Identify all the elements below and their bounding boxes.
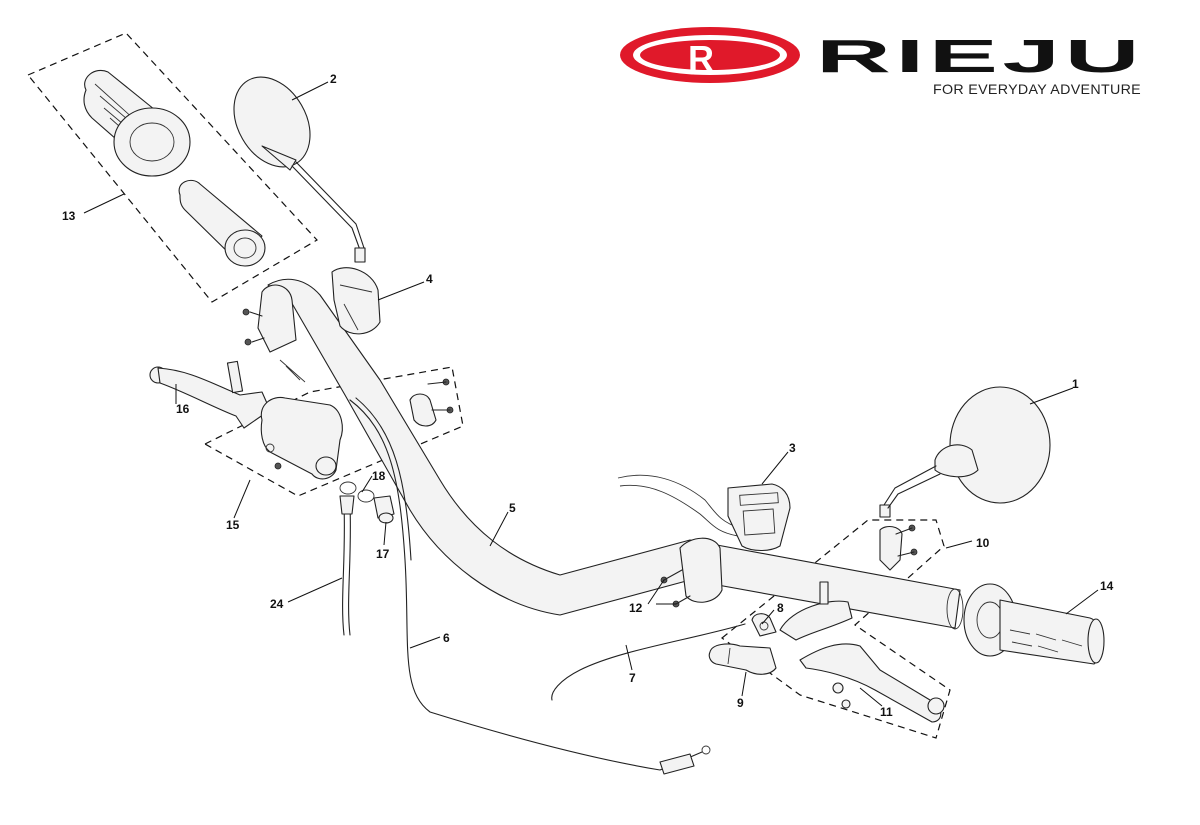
left-mirror	[233, 76, 366, 263]
right-mirror-stem	[883, 465, 941, 509]
callout-1: 1	[1072, 377, 1079, 391]
throttle-tube-end	[224, 229, 266, 267]
callout-5: 5	[509, 501, 516, 515]
callout-18: 18	[372, 469, 386, 483]
right-mirror-head	[949, 386, 1051, 504]
callout-3: 3	[789, 441, 796, 455]
brand-logo: R RIEJU FOR EVERYDAY ADVENTURE	[620, 27, 1144, 97]
right-mirror	[883, 386, 1051, 509]
choke-parts	[708, 613, 777, 675]
callout-12: 12	[629, 601, 643, 615]
handlebar	[267, 278, 964, 630]
choke-cable	[551, 623, 746, 701]
left-grip-assembly	[83, 70, 266, 267]
clutch-lever	[157, 367, 271, 429]
throttle-cable	[349, 399, 703, 771]
clutch-lever-assembly	[149, 360, 454, 480]
callout-8: 8	[777, 601, 784, 615]
callout-14: 14	[1100, 579, 1114, 593]
callout-7: 7	[629, 671, 636, 685]
brake-lever	[799, 643, 942, 723]
left-mirror-head	[233, 76, 311, 168]
callout-10: 10	[976, 536, 990, 550]
group-box-11	[721, 519, 951, 739]
callout-9: 9	[737, 696, 744, 710]
callout-15: 15	[226, 518, 240, 532]
right-grip	[963, 583, 1105, 665]
callout-labels: 1 2 3 4 5 6 7 8 9 10 11 12 13 14 15 16 1…	[62, 72, 1114, 719]
callout-4: 4	[426, 272, 433, 286]
left-switch-housing	[242, 267, 381, 383]
callout-17: 17	[376, 547, 390, 561]
brand-tagline: FOR EVERYDAY ADVENTURE	[933, 81, 1141, 97]
brand-name: RIEJU	[816, 30, 1144, 82]
callout-13: 13	[62, 209, 76, 223]
cables	[339, 397, 746, 775]
right-switch	[617, 474, 791, 552]
left-mirror-stem	[291, 161, 365, 251]
handlebar-tube	[267, 278, 961, 629]
right-housing	[660, 537, 723, 608]
banjo-parts	[339, 481, 395, 524]
callout-11: 11	[880, 705, 893, 719]
logo-inner-fill	[640, 40, 780, 70]
front-brake-assembly	[779, 504, 945, 723]
leader-lines	[83, 81, 1099, 707]
callout-2: 2	[330, 72, 337, 86]
callout-24: 24	[270, 597, 284, 611]
logo-letter: R	[688, 38, 714, 79]
left-grip-flange	[113, 107, 191, 177]
clutch-hose	[342, 504, 351, 636]
callout-6: 6	[443, 631, 450, 645]
callout-16: 16	[176, 402, 190, 416]
group-box-13	[27, 32, 318, 303]
